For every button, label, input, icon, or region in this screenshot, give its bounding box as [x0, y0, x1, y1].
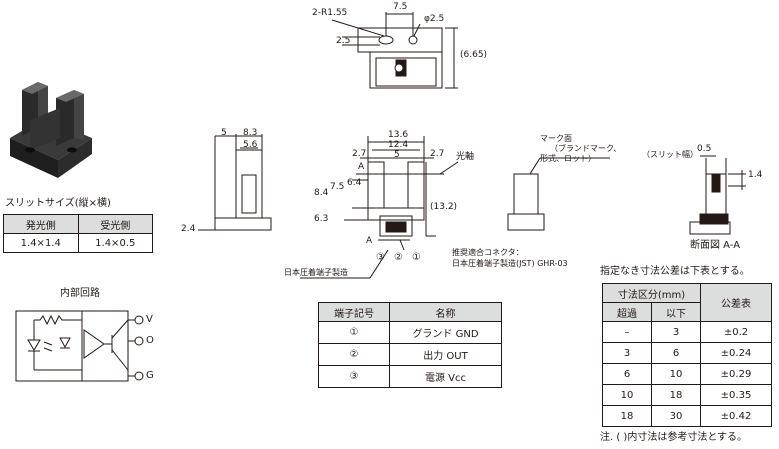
tolerance-header-tol: 公差表 — [700, 283, 772, 322]
dim-side-5-6: 5.6 — [243, 140, 258, 150]
tolerance-row-tol: ±0.2 — [700, 321, 772, 343]
terminal-table: 端子記号 名称 ① グランド GND ② 出力 OUT ③ 電源 Vcc — [318, 302, 502, 388]
tolerance-table: 寸法区分(mm) 公差表 超過 以下 – 3 ±0.2 3 6 ±0.24 6 … — [602, 283, 772, 427]
dim-2-7-right: 2.7 — [430, 149, 445, 159]
circuit-title: 内部回路 — [60, 288, 100, 299]
terminal-g-label: G — [146, 370, 154, 381]
slit-size-table: 発光側 受光側 1.4×1.4 1.4×0.5 — [3, 214, 153, 253]
tolerance-header-over: 超過 — [602, 302, 652, 322]
tolerance-row-over: 3 — [602, 342, 652, 364]
internal-circuit-diagram — [15, 310, 144, 382]
dim-6-65: (6.65) — [460, 50, 488, 60]
dim-1-4: 1.4 — [748, 170, 763, 180]
dim-side-2-4: 2.4 — [181, 224, 196, 234]
tolerance-row-over: 18 — [602, 405, 652, 427]
dim-phi25: φ2.5 — [424, 14, 445, 24]
slit-header-emitter: 発光側 — [3, 214, 79, 234]
maker-note: 日本圧着端子製造 — [284, 268, 348, 277]
side-view-drawing — [198, 134, 272, 231]
tolerance-row-under: 18 — [651, 384, 701, 406]
section-mark-a-bottom: A — [366, 236, 373, 246]
slit-width-label: （スリット幅） — [642, 150, 698, 159]
pin-1-label: ① — [412, 252, 421, 263]
product-photo — [10, 82, 92, 178]
front-view-drawing — [300, 136, 459, 279]
slit-value-emitter: 1.4×1.4 — [3, 233, 79, 253]
tolerance-note: 注. ( )内寸法は参考寸法とする。 — [600, 432, 748, 443]
dim-12-4: 12.4 — [388, 140, 409, 150]
slit-size-title: スリットサイズ(縦×横) — [5, 198, 111, 209]
tolerance-row-over: 10 — [602, 384, 652, 406]
pin-2-label: ② — [394, 252, 403, 263]
section-view-drawing — [689, 155, 746, 235]
tolerance-row-under: 3 — [651, 321, 701, 343]
dim-8-4: 8.4 — [314, 188, 329, 198]
tolerance-row-under: 30 — [651, 405, 701, 427]
mark-face-detail-2: 形式、ロット） — [540, 154, 596, 163]
terminal-row-symbol: ② — [318, 343, 390, 366]
dim-2r155: 2-R1.55 — [312, 8, 348, 18]
tolerance-intro: 指定なき寸法公差は下表とする。 — [600, 266, 750, 277]
tolerance-row-under: 6 — [651, 342, 701, 364]
dim-side-8-3: 8.3 — [243, 128, 258, 138]
top-view-drawing — [331, 12, 458, 89]
terminal-v-label: V — [146, 314, 153, 325]
right-view-drawing — [507, 157, 610, 231]
dim-6-3: 6.3 — [314, 214, 329, 224]
connector-note-1: 推奨適合コネクタ： — [452, 248, 524, 257]
optical-axis-label: 光軸 — [456, 152, 475, 162]
tolerance-row-under: 10 — [651, 363, 701, 385]
dim-13-2: (13.2) — [430, 202, 458, 212]
dim-7-5: 7.5 — [393, 2, 408, 12]
tolerance-row-over: 6 — [602, 363, 652, 385]
connector-note-2: 日本圧着端子製造(JST) GHR-03 — [452, 259, 568, 268]
tolerance-row-tol: ±0.35 — [700, 384, 772, 406]
terminal-row-name: 出力 OUT — [389, 343, 502, 366]
dim-7-5-front: 7.5 — [330, 182, 345, 192]
section-mark-a-top: A — [358, 162, 365, 172]
terminal-header-symbol: 端子記号 — [318, 302, 390, 322]
terminal-row-symbol: ③ — [318, 365, 390, 388]
dim-5: 5 — [394, 150, 400, 160]
tolerance-row-tol: ±0.29 — [700, 363, 772, 385]
section-caption: 断面図 A-A — [690, 240, 741, 251]
dim-6-4: 6.4 — [347, 178, 362, 188]
dim-2-7-left: 2.7 — [352, 149, 367, 159]
dim-13-6: 13.6 — [388, 130, 409, 140]
tolerance-header-range: 寸法区分(mm) — [602, 283, 701, 303]
mark-face-label: マーク面 — [540, 134, 572, 143]
terminal-row-symbol: ① — [318, 321, 390, 344]
tolerance-row-over: – — [602, 321, 652, 343]
terminal-header-name: 名称 — [389, 302, 502, 322]
dim-2-5: 2.5 — [336, 36, 351, 46]
slit-header-receiver: 受光側 — [77, 214, 153, 234]
dim-side-5: 5 — [221, 128, 227, 138]
slit-value-receiver: 1.4×0.5 — [77, 233, 153, 253]
dim-0-5: 0.5 — [697, 144, 712, 154]
tolerance-row-tol: ±0.24 — [700, 342, 772, 364]
tolerance-header-under: 以下 — [651, 302, 701, 322]
terminal-o-label: O — [146, 335, 154, 346]
pin-3-label: ③ — [376, 252, 385, 263]
terminal-row-name: グランド GND — [389, 321, 502, 344]
mark-face-detail-1: （ブランドマーク、 — [550, 144, 622, 153]
terminal-row-name: 電源 Vcc — [389, 365, 502, 388]
tolerance-row-tol: ±0.42 — [700, 405, 772, 427]
